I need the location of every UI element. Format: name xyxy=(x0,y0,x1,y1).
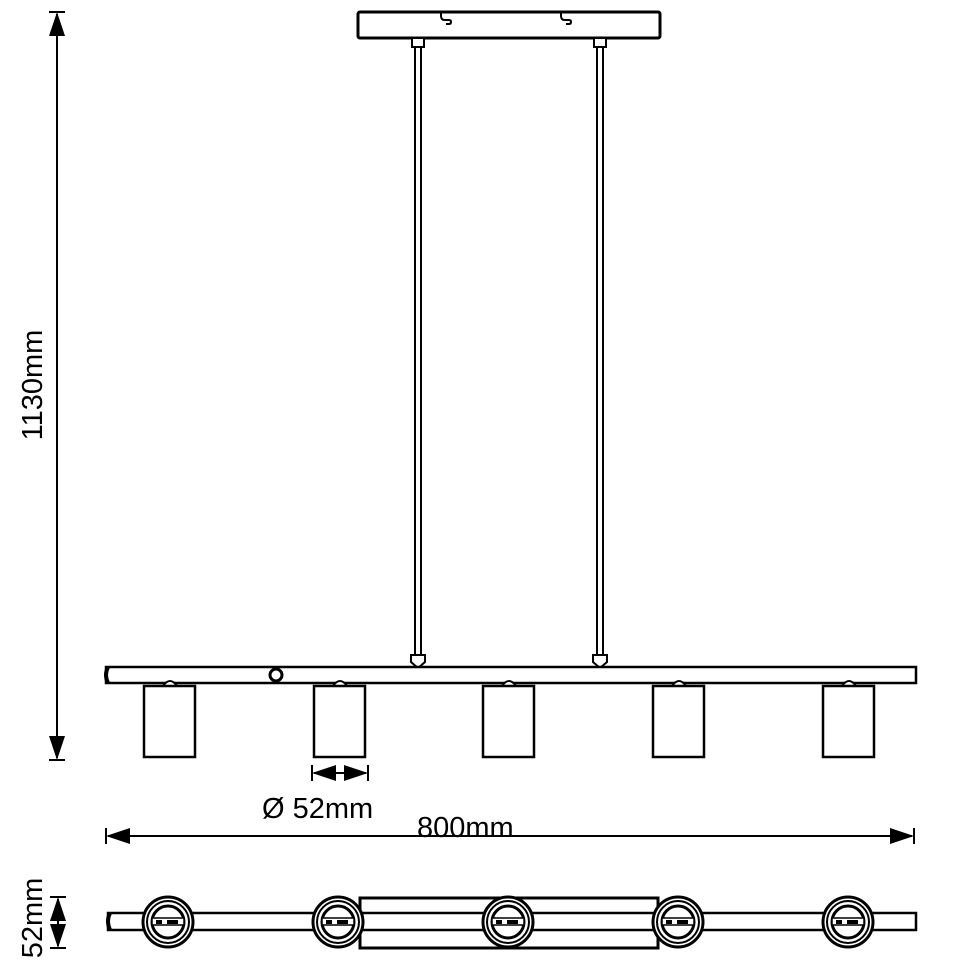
shade-4 xyxy=(651,680,706,759)
ceiling-canopy xyxy=(356,10,662,40)
shade-1 xyxy=(142,680,197,759)
shade-diameter-dimension: Ø 52mm xyxy=(262,765,373,825)
height-dimension: 1130mm xyxy=(17,11,65,761)
spot-bottom-1 xyxy=(141,895,195,949)
spot-bottom-5 xyxy=(821,895,875,949)
shade-5 xyxy=(821,680,876,759)
depth-label: 52mm xyxy=(17,878,49,959)
spot-bottom-4 xyxy=(651,895,705,949)
height-label: 1130mm xyxy=(17,330,49,441)
width-label: 800mm xyxy=(417,812,514,844)
suspension-rods xyxy=(410,37,608,670)
shade-diameter-label: Ø 52mm xyxy=(262,793,373,825)
light-bar-bottom-view xyxy=(106,895,918,950)
shade-3 xyxy=(481,680,536,759)
shades xyxy=(142,680,876,759)
spot-bottom-3 xyxy=(481,895,535,949)
spot-bottom-2 xyxy=(311,895,365,949)
width-dimension: 800mm xyxy=(105,812,915,844)
shade-2 xyxy=(312,680,367,759)
depth-dimension: 52mm xyxy=(17,878,66,959)
